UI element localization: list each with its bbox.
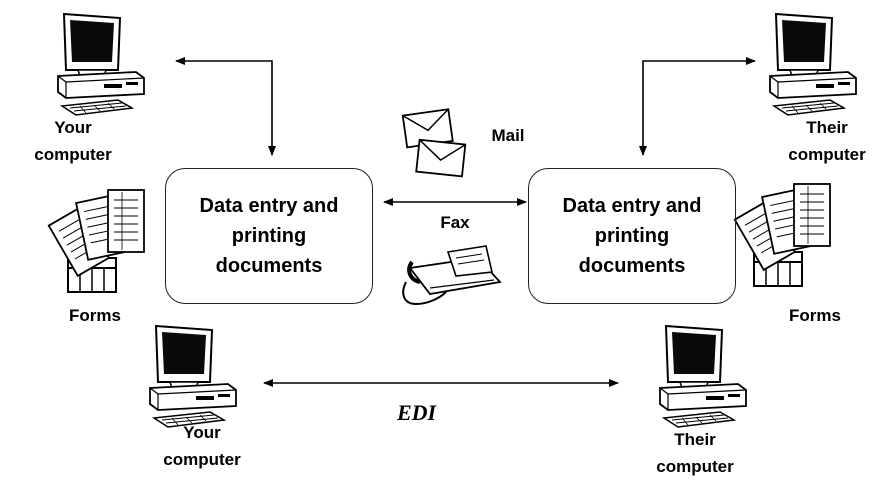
forms-label-left: Forms [69,306,121,325]
edi-label: EDI [397,400,437,425]
their-computer-label-bottom: Their computer [656,430,734,476]
your-computer-label-top: Your computer [34,118,112,164]
box-line: printing [594,225,670,247]
box-line: printing [231,225,307,247]
computer-icon [149,325,237,428]
data-entry-box-left: Data entry and printing documents [165,168,373,304]
box-line: documents [215,255,323,277]
computer-icon [57,13,145,116]
fax-icon [402,245,502,306]
connector-arrow [175,57,276,156]
forms-icon [733,183,831,287]
your-computer-label-bottom: Your computer [163,423,241,469]
forms-label-right: Forms [789,306,841,325]
fax-label: Fax [440,213,470,232]
box-line: Data entry and [199,195,339,217]
mail-icon [401,108,467,178]
mail-label: Mail [491,126,525,145]
computer-icon [659,325,747,428]
box-line: Data entry and [562,195,702,217]
box-line: documents [578,255,686,277]
connector-arrow [639,57,756,156]
computer-icon [769,13,857,116]
data-entry-box-right: Data entry and printing documents [528,168,736,304]
forms-icon [47,189,145,293]
their-computer-label-top: Their computer [788,118,866,164]
